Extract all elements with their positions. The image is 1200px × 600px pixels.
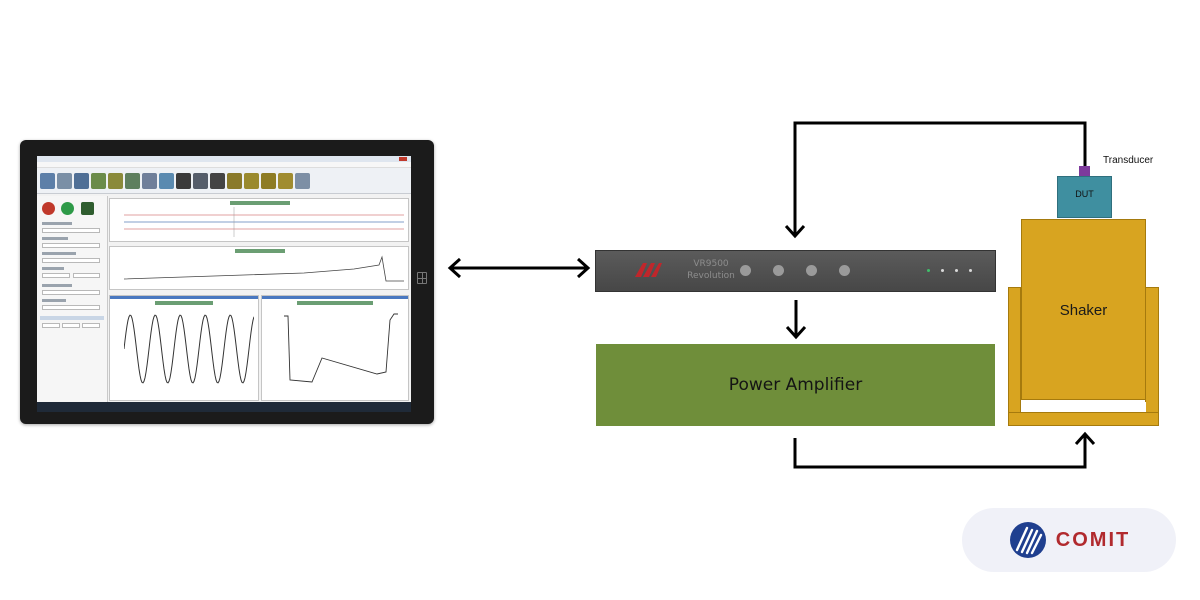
shaker-trunnion-right [1145,287,1159,425]
toolbar-icon [193,172,208,189]
step-icon [81,202,94,215]
connector-icon [806,265,817,276]
software-menu-bar [37,162,411,168]
toolbar-icon [295,172,310,189]
field-label [42,237,68,240]
toolbar-icon [261,172,276,189]
shaker-trunnion-left [1008,287,1021,425]
amplifier-to-shaker-arrow [793,431,1096,469]
status-led-icon [927,269,930,272]
toolbar-icon [57,172,72,189]
toolbar-icon [176,172,191,189]
status-led-icon [969,269,972,272]
windows-taskbar [37,402,411,412]
tablet-screen [37,156,411,412]
connector-icon [773,265,784,276]
run-icon [61,202,74,215]
field [42,228,100,233]
sine-wave-trace [124,314,254,384]
plot-header-bar [110,296,258,299]
field [73,273,100,278]
field [42,323,60,328]
panel-header [40,316,104,320]
plot-title [230,201,290,205]
toolbar-icon [159,172,174,189]
toolbar-icon [278,172,293,189]
shaker: Shaker [1021,219,1146,400]
field [42,258,100,263]
software-title-bar [37,156,411,162]
status-led-icon [955,269,958,272]
toolbar-icon [74,172,89,189]
transducer-label: Transducer [1103,155,1154,166]
controller-line: Revolution [687,271,735,281]
field [42,305,100,310]
down-arrow [785,300,807,340]
toolbar-icon [108,172,123,189]
field [82,323,100,328]
controller-name: VR9500 Revolution [676,258,746,282]
transducer-icon [1079,166,1090,176]
acceleration-waveform-plot [109,295,259,401]
field [42,243,100,248]
field-label [42,252,76,255]
output-drive-plot [109,246,409,290]
power-amplifier-label: Power Amplifier [728,375,863,395]
connector-icon [839,265,850,276]
stop-icon [42,202,55,215]
vr-logo-icon [635,263,662,277]
field [42,273,70,278]
comit-logo-icon [1009,522,1046,558]
toolbar-icon [91,172,106,189]
field-label [42,267,64,270]
field [42,290,100,295]
connector-icon [740,265,751,276]
device-under-test: DUT [1057,176,1112,218]
windows-button-icon [417,272,427,284]
brand-name: COMIT [1055,528,1131,551]
toolbar-icon [210,172,225,189]
close-icon [399,157,407,161]
plot-header-bar [262,296,408,299]
acceleration-profile-plot [109,198,409,242]
toolbar-icon [244,172,259,189]
field-label [42,222,72,225]
plot-title [155,301,213,305]
power-amplifier: Power Amplifier [596,344,995,426]
toolbar-icon [125,172,140,189]
controller-model: VR9500 [693,259,729,269]
field-label [42,284,72,287]
toolbar-icon [40,172,55,189]
field-label [42,299,66,302]
toolbar-icon [227,172,242,189]
shaker-gap [1021,402,1146,412]
shaker-base [1008,412,1159,426]
plot-title [297,301,373,305]
status-led-icon [941,269,944,272]
plot-title [235,249,285,253]
software-toolbar [37,168,411,194]
transmissibility-trace [284,313,398,383]
field [62,323,80,328]
comit-logo-badge: COMIT [962,508,1176,572]
dut-label: DUT [1075,189,1094,199]
software-control-panel [37,196,108,402]
drive-trace [124,255,404,282]
feedback-arrow [784,121,1087,239]
bidirectional-arrow [447,257,591,279]
toolbar-icon [142,172,157,189]
shaker-label: Shaker [1059,302,1108,319]
transmissibility-plot [261,295,409,401]
profile-traces [124,207,404,237]
